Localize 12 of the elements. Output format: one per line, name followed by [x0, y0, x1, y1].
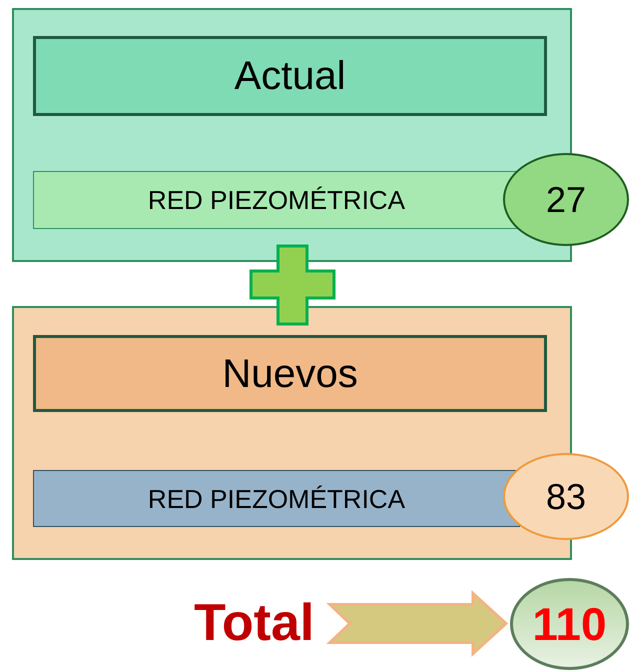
- item-bar: [33, 470, 520, 527]
- box-text: RED PIEZOMÉTRICA: [148, 187, 406, 213]
- title-box: [33, 36, 547, 116]
- box-text: 27: [546, 182, 586, 218]
- total-label: Total: [190, 592, 324, 654]
- box-text: RED PIEZOMÉTRICA: [148, 486, 406, 512]
- block-arrow: [326, 590, 508, 657]
- title-box: [33, 335, 547, 412]
- box-text: 83: [546, 478, 586, 514]
- box-text: 110: [532, 601, 607, 647]
- box-text: Actual: [234, 56, 346, 96]
- box-text: Nuevos: [222, 354, 358, 394]
